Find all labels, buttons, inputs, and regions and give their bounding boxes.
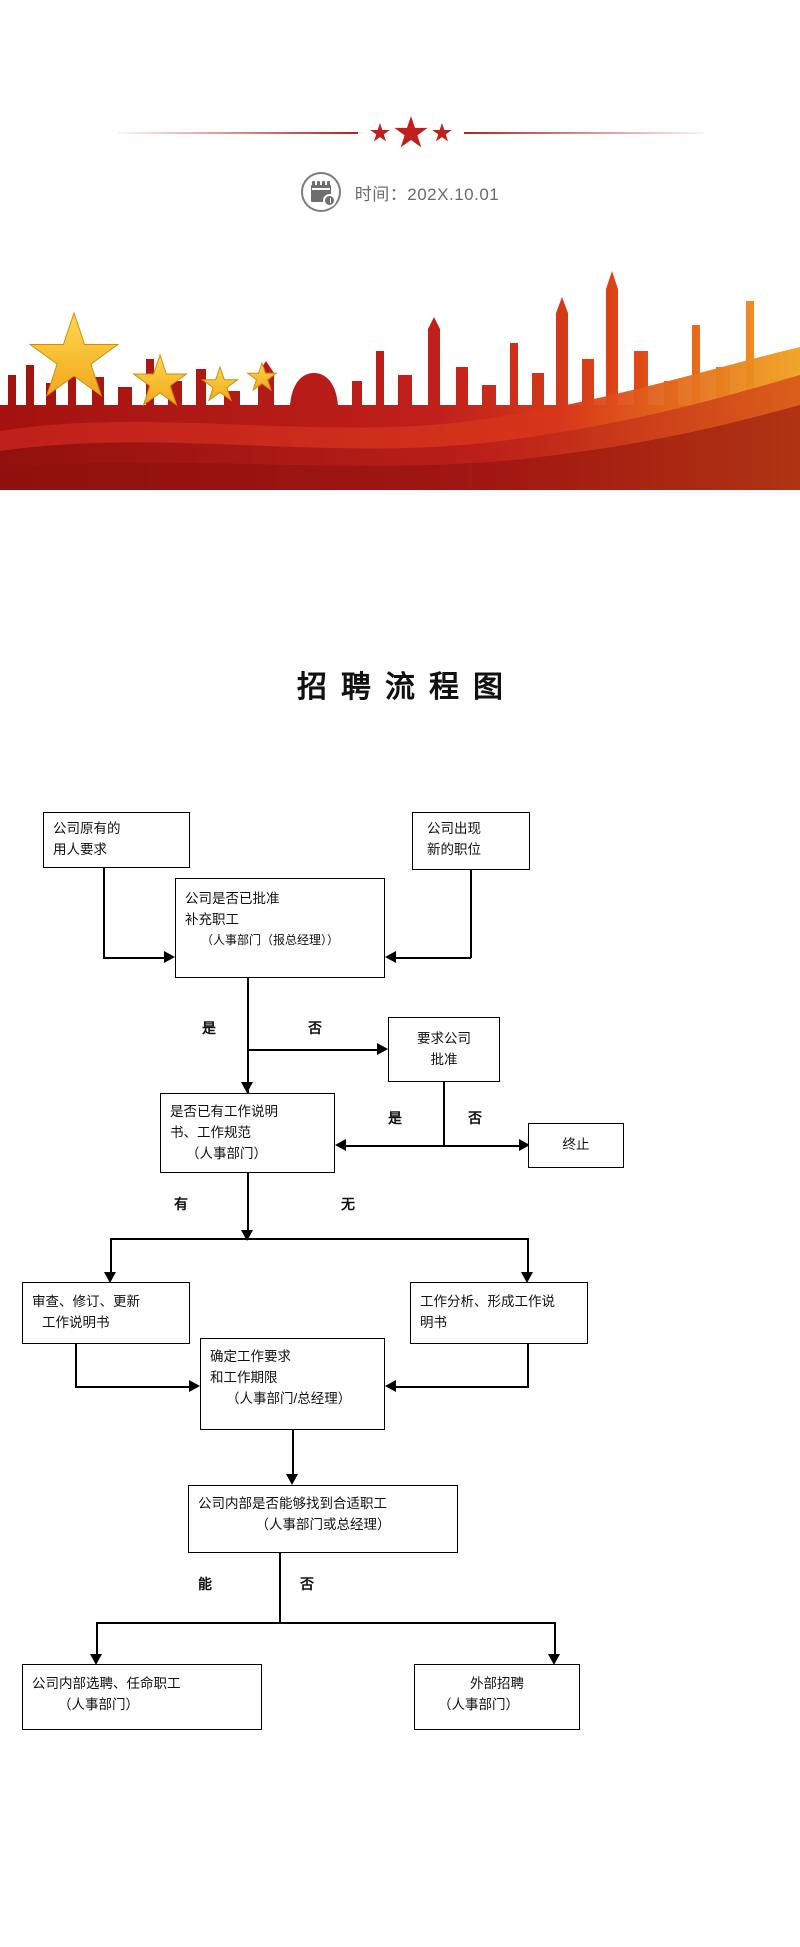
recruitment-flowchart: 公司原有的 用人要求 公司出现 新的职位 公司是否已批准 补充职工 （人事部门（… — [0, 790, 800, 1890]
branch-label-no-jobdesc: 无 — [341, 1196, 355, 1212]
node-line: 公司出现 — [427, 821, 481, 836]
node-line: 外部招聘 — [470, 1676, 524, 1691]
node-line: 用人要求 — [53, 841, 107, 857]
three-stars-ornament — [358, 113, 464, 153]
branch-label-can-internal: 能 — [198, 1576, 212, 1592]
node-jobdesc-check[interactable]: 是否已有工作说明 书、工作规范 （人事部门） — [160, 1093, 335, 1173]
node-approval-check[interactable]: 公司是否已批准 补充职工 （人事部门（报总经理）） — [175, 878, 385, 978]
page-title: 招聘流程图 — [297, 671, 517, 704]
node-external-hire[interactable]: 外部招聘 （人事部门） — [414, 1664, 580, 1730]
star-divider — [0, 113, 800, 153]
node-line: 书、工作规范 — [170, 1124, 251, 1140]
edge-approved-no-h — [443, 1145, 520, 1147]
node-line: 工作说明书 — [42, 1314, 110, 1330]
edge-internal-trunk — [279, 1553, 281, 1623]
branch-label-yes-approved: 是 — [388, 1110, 402, 1126]
divider-line-right — [464, 132, 704, 134]
node-terminate[interactable]: 终止 — [528, 1123, 624, 1168]
arrowhead-jobdesc-trunk — [241, 1230, 253, 1241]
branch-label-no-approved: 否 — [468, 1110, 482, 1126]
node-line: （人事部门/总经理） — [226, 1390, 352, 1406]
divider-line-left — [118, 132, 358, 134]
arrowhead-into-approval-left — [164, 951, 175, 963]
star-small-left — [370, 123, 390, 142]
node-line: （人事部门） — [438, 1696, 519, 1712]
arrowhead-into-external-hire — [548, 1654, 560, 1665]
arrowhead-into-request-approval — [377, 1043, 388, 1055]
node-review-revise-update[interactable]: 审查、修订、更新 工作说明书 — [22, 1282, 190, 1344]
calendar-clock-icon — [300, 172, 341, 212]
node-line: 新的职位 — [427, 841, 481, 857]
branch-label-cannot-internal: 否 — [300, 1576, 314, 1592]
date-text: 时间：202X.10.01 — [354, 184, 500, 204]
edge-review-to-define-h — [75, 1386, 189, 1388]
node-line: 公司原有的 — [53, 821, 121, 836]
node-line: 要求公司 — [417, 1030, 471, 1046]
edge-analysis-to-define-h — [396, 1386, 528, 1388]
arrowhead-back-into-jobdesc — [335, 1139, 346, 1151]
node-new-position[interactable]: 公司出现 新的职位 — [412, 812, 530, 870]
node-internal-hire[interactable]: 公司内部选聘、任命职工 （人事部门） — [22, 1664, 262, 1730]
star-small-right — [432, 123, 452, 142]
node-line: （人事部门） — [58, 1696, 139, 1712]
edge-existing-to-approval-v — [103, 868, 105, 958]
branch-label-yes-approval: 是 — [202, 1020, 216, 1036]
node-internal-candidate[interactable]: 公司内部是否能够找到合适职工 （人事部门或总经理） — [188, 1485, 458, 1553]
clock-face — [322, 194, 336, 207]
edge-split-left-v — [110, 1238, 112, 1276]
edge-split-right-v — [527, 1238, 529, 1276]
city-skyline-silhouette — [0, 255, 800, 490]
edge-newpos-to-approval-v — [470, 870, 472, 958]
edge-internal-split-h — [96, 1622, 555, 1624]
edge-approved-yes-h — [346, 1145, 444, 1147]
node-line: 明书 — [420, 1314, 447, 1330]
arrowhead-into-jobdesc — [241, 1082, 253, 1093]
node-line: 终止 — [562, 1137, 590, 1153]
node-existing-requirement[interactable]: 公司原有的 用人要求 — [43, 812, 190, 868]
arrowhead-into-define-left — [189, 1380, 200, 1392]
edge-jobdesc-trunk — [247, 1173, 249, 1235]
edge-approval-trunk — [247, 978, 249, 1094]
edge-analysis-to-define-v — [527, 1344, 529, 1388]
edge-define-to-internal-v — [292, 1430, 294, 1478]
node-line: 审查、修订、更新 — [32, 1294, 140, 1309]
edge-request-approval-down — [443, 1082, 445, 1146]
node-line: 和工作期限 — [210, 1369, 278, 1385]
arrowhead-into-review — [104, 1272, 116, 1283]
node-line: （人事部门（报总经理）） — [201, 932, 340, 947]
arrowhead-into-internal-check — [286, 1474, 298, 1485]
arrowhead-into-define-right — [385, 1380, 396, 1392]
node-line: 公司内部是否能够找到合适职工 — [198, 1496, 387, 1511]
node-line: 工作分析、形成工作说 — [420, 1294, 555, 1309]
edge-newpos-to-approval-h — [396, 957, 471, 959]
node-define-requirements[interactable]: 确定工作要求 和工作期限 （人事部门/总经理） — [200, 1338, 385, 1430]
branch-label-has-jobdesc: 有 — [174, 1196, 188, 1212]
node-line: 确定工作要求 — [210, 1349, 291, 1364]
arrowhead-into-terminate — [519, 1139, 530, 1151]
edge-existing-to-approval-h — [103, 957, 164, 959]
edge-split-external-v — [554, 1622, 556, 1658]
branch-label-no-approval: 否 — [308, 1020, 322, 1036]
node-line: 公司是否已批准 — [185, 891, 280, 906]
star-large-center — [394, 116, 428, 148]
edge-jobdesc-split-h — [110, 1238, 528, 1240]
edge-no-to-request-approval — [247, 1049, 377, 1051]
node-line: 补充职工 — [185, 911, 239, 927]
node-line: （人事部门或总经理） — [255, 1516, 391, 1532]
arrowhead-into-internal-hire — [90, 1654, 102, 1665]
arrowhead-into-approval-right — [385, 951, 396, 963]
date-line: 时间：202X.10.01 — [0, 168, 800, 216]
calendar-teeth — [311, 181, 330, 186]
node-line: 公司内部选聘、任命职工 — [32, 1676, 181, 1691]
edge-review-to-define-v — [75, 1344, 77, 1388]
node-line: 批准 — [430, 1051, 458, 1067]
node-request-approval[interactable]: 要求公司 批准 — [388, 1017, 500, 1082]
node-job-analysis[interactable]: 工作分析、形成工作说 明书 — [410, 1282, 588, 1344]
page-banner: 时间：202X.10.01 — [0, 0, 800, 490]
node-line: （人事部门） — [186, 1145, 267, 1161]
arrowhead-into-jobanalysis — [521, 1272, 533, 1283]
edge-split-internal-v — [96, 1622, 98, 1658]
node-line: 是否已有工作说明 — [170, 1104, 278, 1119]
